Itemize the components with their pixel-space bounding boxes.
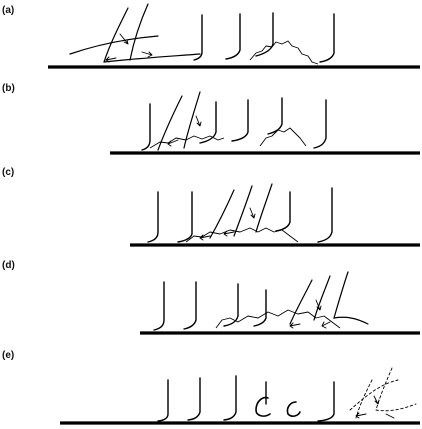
panel-b: (b) bbox=[2, 83, 420, 153]
dashed-leg-e1 bbox=[356, 380, 372, 418]
arrow-a1 bbox=[120, 34, 128, 44]
tilted-leg-d2 bbox=[314, 276, 330, 320]
turbulent-spot-b bbox=[260, 128, 306, 146]
hairpin-stem-b3 bbox=[232, 100, 248, 141]
hairpin-stem-e5 bbox=[318, 382, 334, 421]
hairpin-stem-d4 bbox=[254, 290, 266, 326]
tilted-leg-c3 bbox=[256, 184, 272, 232]
hairpin-stem-a4 bbox=[320, 14, 334, 62]
panel-label-e: (e) bbox=[2, 350, 14, 361]
hairpin-stem-e2 bbox=[188, 378, 200, 420]
hairpin-stem-a2 bbox=[226, 14, 240, 59]
hairpin-stem-b5 bbox=[314, 100, 326, 148]
panel-c: (c) bbox=[2, 167, 420, 245]
hairpin-stem-c4 bbox=[318, 188, 332, 242]
arrow-e3 bbox=[386, 414, 394, 418]
turbulent-band-d bbox=[216, 310, 340, 328]
panel-label-a: (a) bbox=[2, 5, 14, 16]
panel-e: (e) bbox=[2, 350, 420, 423]
arrow-e1 bbox=[374, 396, 379, 404]
arrow-d2 bbox=[290, 323, 300, 328]
arrow-a3 bbox=[142, 52, 152, 57]
arrow-b2 bbox=[168, 140, 178, 146]
panel-label-c: (c) bbox=[2, 167, 14, 178]
arrow-c2 bbox=[200, 235, 210, 240]
hairpin-stem-c1 bbox=[148, 192, 158, 242]
dashed-front-e2 bbox=[376, 404, 416, 411]
hairpin-stem-c2 bbox=[178, 192, 192, 242]
hairpin-stem-d2 bbox=[184, 282, 196, 329]
tilted-leg-c1 bbox=[210, 190, 234, 238]
hairpin-stem-b4 bbox=[268, 98, 282, 134]
arrow-d3 bbox=[322, 322, 330, 328]
turbulent-spot-a bbox=[250, 41, 318, 64]
hairpin-stem-e3 bbox=[224, 376, 236, 420]
hairpin-stem-a1 bbox=[194, 15, 202, 60]
dashed-front-e1 bbox=[350, 380, 398, 410]
hairpin-stem-b1 bbox=[142, 104, 150, 150]
hairpin-stem-a3 bbox=[256, 13, 273, 56]
lifted-eddy-e1 bbox=[256, 398, 270, 416]
panel-d: (d) bbox=[2, 260, 420, 333]
panel-label-d: (d) bbox=[2, 260, 15, 271]
tilted-leg-a2 bbox=[130, 4, 148, 60]
hairpin-stem-c3 bbox=[276, 192, 290, 231]
tilted-leg-d3 bbox=[334, 272, 368, 324]
tilted-leg-a1 bbox=[104, 8, 128, 62]
arrow-b1 bbox=[196, 116, 201, 126]
tilted-leg-d1 bbox=[290, 280, 312, 324]
hairpin-stem-e1 bbox=[158, 380, 168, 421]
hairpin-stem-d3 bbox=[224, 284, 238, 326]
panel-label-b: (b) bbox=[2, 83, 15, 94]
lifted-eddy-e2 bbox=[287, 402, 300, 416]
arrow-c1 bbox=[250, 208, 255, 218]
hairpin-stem-d1 bbox=[154, 282, 164, 330]
panel-a: (a) bbox=[2, 4, 420, 67]
